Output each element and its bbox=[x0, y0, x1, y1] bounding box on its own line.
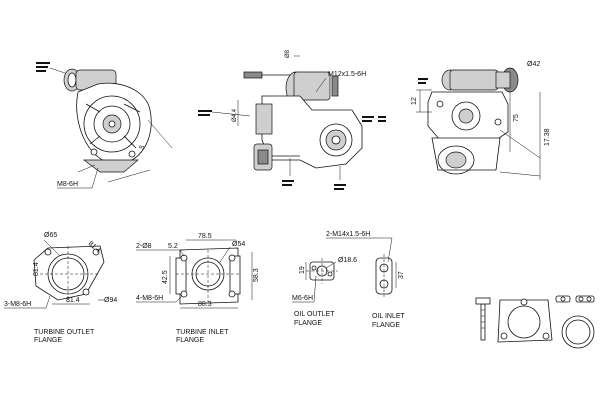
thread-callout-3-m8: 3-M8-6H bbox=[4, 301, 31, 308]
dim-12: 12 bbox=[411, 97, 418, 105]
dim-81-4-left: 81.4 bbox=[33, 262, 40, 276]
dim-17-38: 17.38 bbox=[544, 128, 551, 146]
thread-callout-m12: M12x1.5-6H bbox=[328, 71, 366, 78]
oil-outlet-flange: 19 Ø18.6 M6-6H OIL OUTLET FLANGE bbox=[292, 257, 357, 327]
gasket-set bbox=[475, 295, 595, 349]
dim-19: 19 bbox=[299, 266, 306, 274]
dim-42-5: 42.5 bbox=[162, 270, 169, 284]
turbine-outlet-caption: TURBINE OUTLET bbox=[34, 329, 95, 336]
oil-outlet-caption-2: FLANGE bbox=[294, 320, 322, 327]
dim-78-5: 78.5 bbox=[198, 233, 212, 240]
label-d8: Ø8 bbox=[285, 49, 291, 58]
dim-d94: Ø94 bbox=[104, 297, 117, 304]
dim-d54: Ø54 bbox=[232, 241, 245, 248]
dim-81-4-bottom: 81.4 bbox=[66, 297, 80, 304]
oil-inlet-caption-2: FLANGE bbox=[372, 322, 400, 329]
oil-outlet-caption: OIL OUTLET bbox=[294, 311, 335, 318]
dim-d42: Ø42 bbox=[527, 61, 540, 68]
dim-d65: Ø65 bbox=[44, 232, 57, 239]
turbine-inlet-caption: TURBINE INLET bbox=[176, 329, 229, 336]
turbine-outlet-caption-2: FLANGE bbox=[34, 337, 62, 344]
oil-inlet-flange: 2-M14x1.5-6H 37 OIL INLET FLANGE bbox=[326, 231, 406, 329]
turbine-outlet-flange: Ø65 81.4 81.4 81.4 Ø94 3-M8-6H TURBINE O… bbox=[4, 232, 117, 344]
dim-d18-6: Ø18.6 bbox=[338, 257, 357, 264]
turbo-view-end-right: Ø42 12 75 17.38 bbox=[411, 61, 551, 180]
dim-5-2: 5.2 bbox=[168, 243, 178, 250]
turbine-inlet-flange: 78.5 2-Ø8 5.2 Ø54 42.5 58.3 88.3 4-M8-6H… bbox=[136, 233, 260, 344]
dimension-5: 5 bbox=[139, 144, 147, 151]
thread-callout-m6: M6-6H bbox=[292, 295, 313, 302]
thread-callout-m8: M8-6H bbox=[57, 181, 78, 188]
dim-2-d8: 2-Ø8 bbox=[136, 243, 152, 250]
dim-75: 75 bbox=[513, 114, 520, 122]
turbine-inlet-caption-2: FLANGE bbox=[176, 337, 204, 344]
turbo-view-front-left: 5 M8-6H bbox=[36, 62, 173, 189]
thread-callout-4-m8: 4-M8-6H bbox=[136, 295, 163, 302]
turbo-view-side-middle: Ø8 Ø4.4 M12x1.5-6H bbox=[198, 49, 386, 190]
thread-callout-2-m14: 2-M14x1.5-6H bbox=[326, 231, 370, 238]
dim-88-3: 88.3 bbox=[198, 301, 212, 308]
dim-58-3: 58.3 bbox=[253, 268, 260, 282]
oil-inlet-caption: OIL INLET bbox=[372, 313, 406, 320]
dim-37: 37 bbox=[398, 271, 405, 279]
dim-d4-4: Ø4.4 bbox=[232, 108, 238, 122]
